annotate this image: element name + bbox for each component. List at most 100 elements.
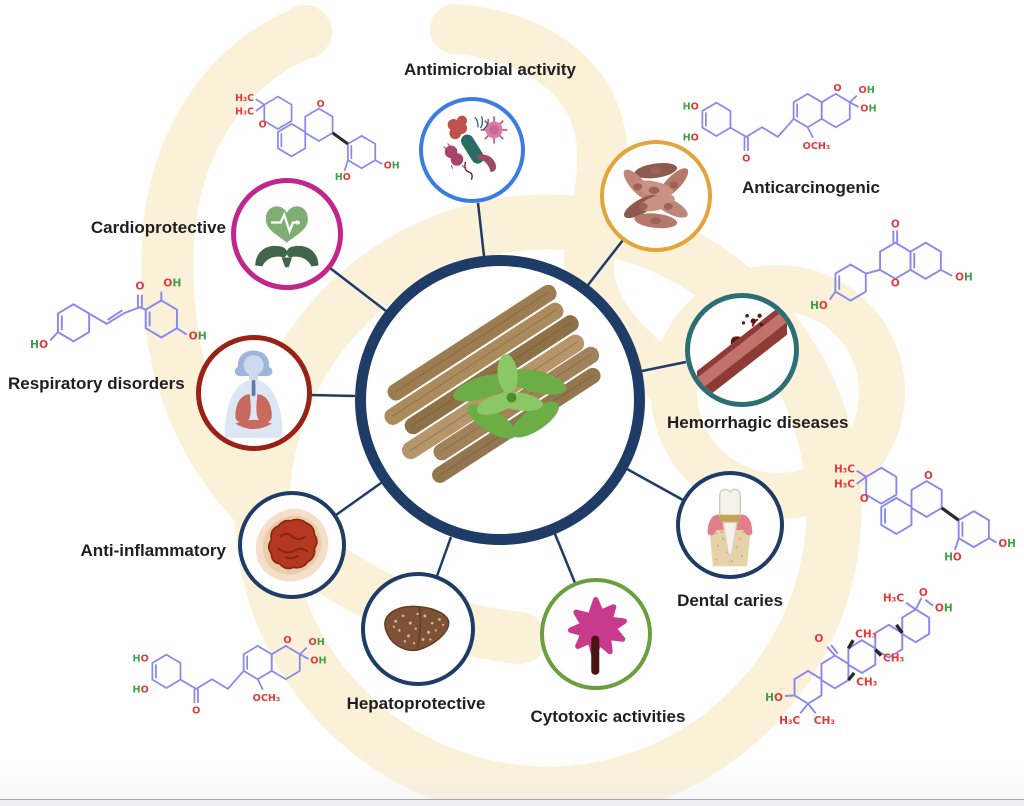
connector-anti-inflammatory <box>335 481 382 517</box>
svg-text:H₃C: H₃C <box>235 93 254 104</box>
svg-text:H₃C: H₃C <box>883 593 904 605</box>
spiky-cell <box>568 597 628 659</box>
connector-anticarcinogenic <box>587 239 624 286</box>
molecule-structure-e-left: HO O OH OH <box>15 272 215 367</box>
activity-circle-respiratory <box>196 335 312 451</box>
activity-circle-hemorrhagic <box>685 293 799 407</box>
svg-text:O: O <box>860 493 869 505</box>
svg-text:OH: OH <box>998 538 1016 550</box>
svg-text:HO: HO <box>765 692 783 704</box>
svg-text:O: O <box>135 280 144 293</box>
svg-text:OH: OH <box>935 602 953 614</box>
blood-spray <box>742 313 764 328</box>
svg-text:O: O <box>317 99 325 110</box>
molecule-structure-a-top-left: H₃C H₃C O O HO OH <box>225 76 400 193</box>
cancer-cells-icon <box>623 163 689 229</box>
licorice-root-bundle <box>384 285 601 484</box>
licorice-leaves <box>453 354 567 440</box>
liver-icon <box>384 606 450 652</box>
svg-text:OCH₃: OCH₃ <box>253 693 281 704</box>
connector-cytotoxic <box>553 533 577 584</box>
cocci-icon <box>443 142 466 169</box>
activity-circle-anticarcinogenic <box>600 140 712 252</box>
svg-text:OH: OH <box>163 277 181 290</box>
svg-text:H₃C: H₃C <box>779 715 800 727</box>
activity-label-cytotoxic: Cytotoxic activities <box>530 707 686 726</box>
connector-cardioprotective <box>329 267 387 312</box>
lungs-torso-icon <box>224 351 284 439</box>
activity-circle-hepatoprotective <box>361 572 475 686</box>
connector-respiratory <box>310 393 356 398</box>
activity-circle-anti-inflammatory <box>238 491 346 599</box>
tooth-in-gum-icon <box>707 488 753 567</box>
connector-antimicrobial <box>476 202 486 257</box>
svg-text:O: O <box>833 83 841 94</box>
svg-text:HO: HO <box>683 102 699 113</box>
svg-text:H₃C: H₃C <box>834 479 855 491</box>
virus-icon <box>480 116 508 144</box>
svg-text:OH: OH <box>309 637 325 648</box>
central-circle <box>355 255 645 545</box>
svg-text:HO: HO <box>133 654 149 665</box>
toxic-cell-icon <box>568 597 628 676</box>
activity-label-antimicrobial: Antimicrobial activity <box>404 60 576 79</box>
svg-text:O: O <box>891 219 900 231</box>
activity-label-respiratory: Respiratory disorders <box>8 374 185 393</box>
activity-circle-dental-caries <box>676 471 784 579</box>
svg-text:O: O <box>742 153 750 164</box>
activity-label-anticarcinogenic: Anticarcinogenic <box>742 178 880 197</box>
connector-hepatoprotective <box>435 536 453 577</box>
svg-text:H₃C: H₃C <box>235 107 254 118</box>
svg-text:OH: OH <box>384 160 400 171</box>
hands-icon <box>255 246 319 268</box>
svg-text:OCH₃: OCH₃ <box>803 141 831 152</box>
activity-circle-cardioprotective <box>231 178 343 290</box>
bottom-fade <box>0 760 1024 799</box>
molecule-structure-c-right: O O OH HO <box>805 218 995 318</box>
inflamed-tissue-icon <box>255 508 329 582</box>
connector-hemorrhagic <box>641 360 687 373</box>
molecule-structure-a-right: H₃C H₃C O O HO OH <box>822 448 1017 571</box>
svg-text:O: O <box>259 119 267 130</box>
activity-label-anti-inflammatory: Anti-inflammatory <box>80 541 226 560</box>
svg-text:O: O <box>891 277 900 289</box>
svg-text:O: O <box>919 587 928 599</box>
svg-text:HO: HO <box>683 132 699 143</box>
svg-text:CH₃: CH₃ <box>855 628 877 640</box>
svg-text:O: O <box>283 635 291 646</box>
bottom-edge-strip <box>0 800 1024 806</box>
svg-text:HO: HO <box>30 338 48 351</box>
activity-label-cardioprotective: Cardioprotective <box>90 218 226 237</box>
svg-text:O: O <box>192 705 200 716</box>
bottom-edge-line <box>0 799 1024 800</box>
svg-text:CH₃: CH₃ <box>814 715 836 727</box>
bleeding-vessel-icon <box>697 305 787 395</box>
svg-text:OH: OH <box>310 655 326 666</box>
molecule-structure-d-bottom-right: H₃C O OH O CH₃ CH₃ CH₃ HO H₃C CH₃ <box>758 587 1008 733</box>
connector-dental-caries <box>626 467 684 502</box>
svg-text:OH: OH <box>955 272 973 284</box>
svg-text:OH: OH <box>860 103 876 114</box>
svg-text:CH₃: CH₃ <box>856 676 878 688</box>
activity-label-hepatoprotective: Hepatoprotective <box>346 694 486 713</box>
svg-text:CH₃: CH₃ <box>883 652 905 664</box>
activity-circle-cytotoxic <box>540 578 652 690</box>
molecule-structure-b-bottom-left: HO HO O OCH₃ O OH OH <box>112 608 327 723</box>
svg-text:OH: OH <box>859 85 875 96</box>
activity-label-hemorrhagic: Hemorrhagic diseases <box>667 413 849 432</box>
cell-stalk <box>591 635 600 676</box>
svg-text:HO: HO <box>133 684 149 695</box>
activity-label-dental-caries: Dental caries <box>677 591 783 610</box>
svg-text:O: O <box>924 470 933 482</box>
microbes-icon <box>443 115 508 180</box>
svg-text:OH: OH <box>189 329 207 342</box>
svg-text:HO: HO <box>335 172 351 183</box>
svg-text:HO: HO <box>810 300 828 312</box>
svg-text:O: O <box>814 633 823 645</box>
heart-in-hands-icon <box>255 206 319 268</box>
vibrio-icon <box>477 154 496 172</box>
molecule-structure-b-top-right: HO HO O OCH₃ O OH OH <box>662 56 877 171</box>
svg-text:HO: HO <box>944 551 962 563</box>
svg-text:H₃C: H₃C <box>834 464 855 476</box>
